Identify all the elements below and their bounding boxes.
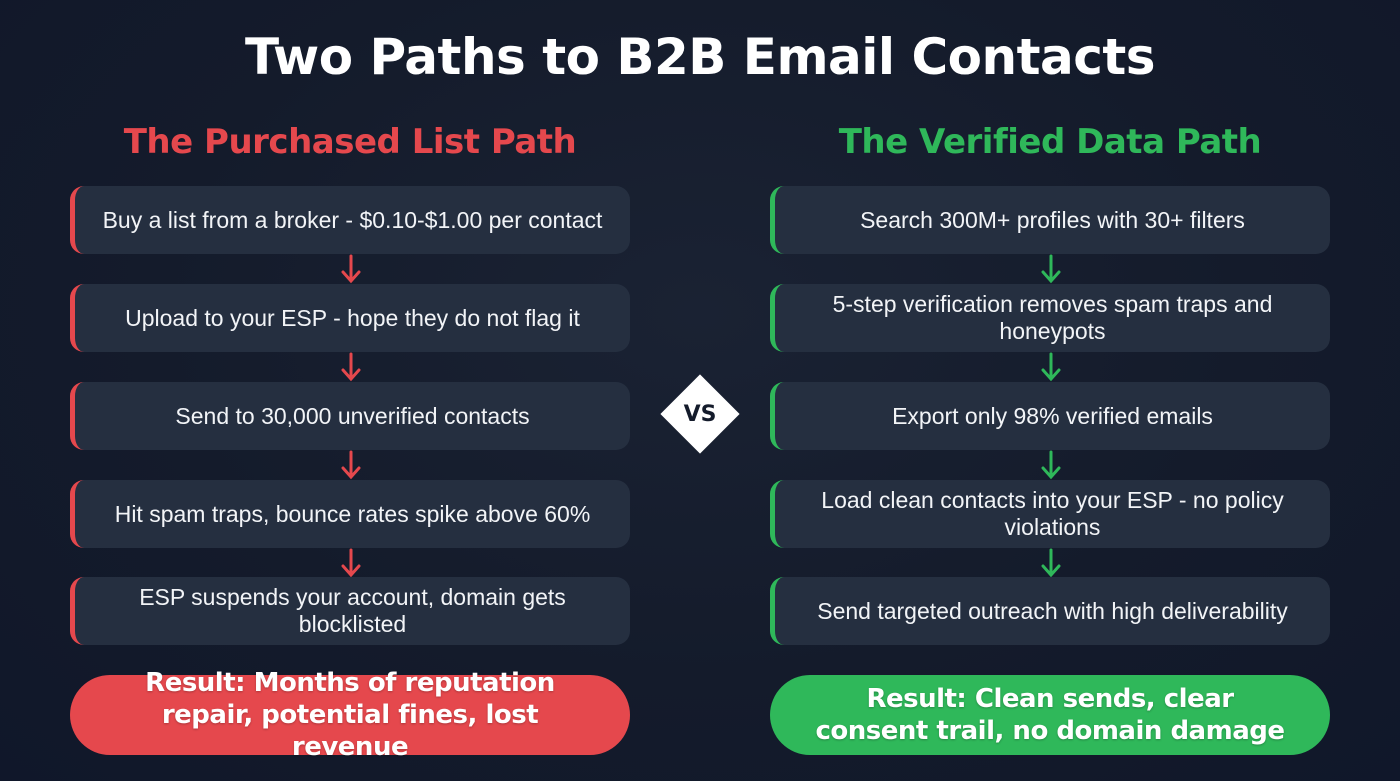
arrow-down-icon [341,352,361,382]
arrow-down-icon [1041,548,1061,578]
verified-result-badge: Result: Clean sends, clear consent trail… [770,675,1330,755]
verified-step-1: Search 300M+ profiles with 30+ filters [770,186,1330,254]
arrow-down-icon [341,254,361,284]
arrow-down-icon [1041,352,1061,382]
verified-path-heading: The Verified Data Path [838,122,1262,162]
purchased-result-badge: Result: Months of reputation repair, pot… [70,668,630,762]
verified-step-3: Export only 98% verified emails [770,382,1330,450]
arrow-down-icon [341,450,361,480]
purchased-step-4: Hit spam traps, bounce rates spike above… [70,480,630,548]
verified-step-2: 5-step verification removes spam traps a… [770,284,1330,352]
page-title: Two Paths to B2B Email Contacts [244,28,1156,86]
arrow-down-icon [1041,254,1061,284]
arrow-down-icon [341,548,361,578]
purchased-step-3: Send to 30,000 unverified contacts [70,382,630,450]
verified-step-4: Load clean contacts into your ESP - no p… [770,480,1330,548]
arrow-down-icon [1041,450,1061,480]
purchased-step-5: ESP suspends your account, domain gets b… [70,577,630,645]
purchased-step-1: Buy a list from a broker - $0.10-$1.00 p… [70,186,630,254]
purchased-step-2: Upload to your ESP - hope they do not fl… [70,284,630,352]
purchased-path-heading: The Purchased List Path [123,122,577,162]
verified-step-5: Send targeted outreach with high deliver… [770,577,1330,645]
vs-label: VS [683,401,717,427]
